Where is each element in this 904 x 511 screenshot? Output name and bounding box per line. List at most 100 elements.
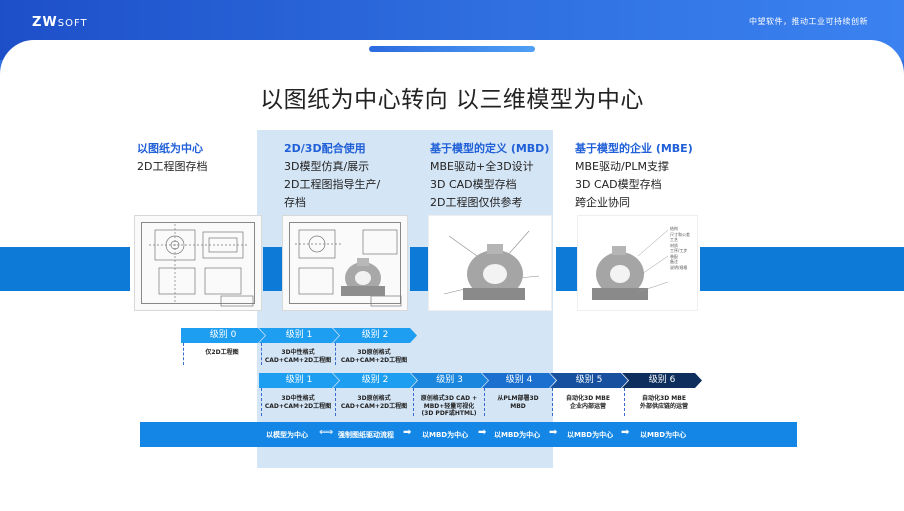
lower-level-3-chevron: 级别 3 bbox=[411, 373, 488, 388]
lower-level-4-chevron: 级别 4 bbox=[482, 373, 556, 388]
level-2-description: 3D原创格式 CAD+CAM+2D工程图 bbox=[336, 349, 412, 364]
lower-level-5-chevron: 级别 5 bbox=[550, 373, 628, 388]
dashed-guide bbox=[261, 388, 262, 416]
column-drawing-centric: 以图纸为中心 2D工程图存档 bbox=[137, 140, 207, 176]
logo-soft-text: SOFT bbox=[57, 18, 88, 29]
desc-line: 外部供应链的运营 bbox=[639, 402, 688, 410]
column-heading: 以图纸为中心 bbox=[137, 142, 203, 155]
dashed-guide bbox=[335, 388, 336, 416]
flow-step: 以模型为中心 bbox=[266, 431, 308, 439]
dashed-guide bbox=[335, 343, 336, 365]
flow-bar: 以模型为中心 ⟺ 强制图纸驱动流程 ➡ 以MBD为中心 ➡ 以MBD为中心 ➡ … bbox=[140, 422, 797, 447]
lower-level-6-description: 自动化3D MBE 外部供应链的运营 bbox=[625, 395, 703, 410]
dashed-guide bbox=[413, 388, 414, 416]
drawing-lines-icon bbox=[149, 224, 254, 307]
desc-line: 仅2D工程图 bbox=[205, 349, 239, 356]
stripe-segment bbox=[556, 247, 580, 291]
column-line: MBE驱动+全3D设计 bbox=[430, 160, 534, 173]
legend-item: 说明/规格 bbox=[670, 264, 688, 270]
desc-line: 3D中性格式 bbox=[281, 349, 315, 356]
flow-step: 强制图纸驱动流程 bbox=[338, 431, 394, 439]
desc-line: MBD bbox=[510, 402, 526, 410]
legend-item: 工序/工步 bbox=[670, 248, 688, 253]
dashed-guide bbox=[183, 343, 184, 365]
lower-level-3-description: 原创格式3D CAD + MBD+轻量可视化 (3D PDF或HTML) bbox=[414, 395, 484, 418]
right-arrow-icon: ➡ bbox=[621, 427, 630, 438]
slide-title: 以图纸为中心转向 以三维模型为中心 bbox=[260, 87, 644, 113]
stripe-left bbox=[0, 247, 130, 291]
column-line: 2D工程图指导生产/ bbox=[284, 178, 381, 191]
column-line: MBE驱动/PLM支撑 bbox=[575, 160, 669, 173]
flow-step: 以MBD为中心 bbox=[422, 431, 469, 439]
column-line: 2D工程图仅供参考 bbox=[430, 196, 523, 209]
stripe-right bbox=[700, 247, 904, 291]
column-line: 3D CAD模型存档 bbox=[430, 178, 517, 191]
desc-line: MBD+轻量可视化 bbox=[423, 402, 475, 410]
lower-level-1-chevron: 级别 1 bbox=[259, 373, 339, 388]
desc-line: 原创格式3D CAD + bbox=[420, 395, 478, 402]
right-arrow-icon: ➡ bbox=[549, 427, 558, 438]
desc-line: 3D原创格式 bbox=[357, 349, 391, 356]
desc-line: 自动化3D MBE bbox=[642, 395, 686, 402]
legend-item: 材质 bbox=[670, 242, 678, 248]
engineering-drawing-image bbox=[134, 215, 262, 311]
double-arrow-icon: ⟺ bbox=[319, 427, 334, 438]
zwsoft-logo: ZWSOFT bbox=[32, 15, 88, 30]
legend-item: 装配 bbox=[670, 253, 678, 259]
level-0-chevron: 级别 0 bbox=[181, 328, 265, 343]
right-arrow-icon: ➡ bbox=[478, 427, 487, 438]
column-line: 跨企业协同 bbox=[575, 196, 630, 209]
desc-line: (3D PDF或HTML) bbox=[421, 410, 477, 417]
column-line: 3D模型仿真/展示 bbox=[284, 160, 370, 173]
right-arrow-icon: ➡ bbox=[403, 427, 412, 438]
desc-line: CAD+CAM+2D工程图 bbox=[340, 402, 408, 410]
mbe-model-image: 结构 尺寸和公差 工艺 材质 工序/工步 装配 备注 说明/规格 bbox=[577, 215, 698, 311]
slide-panel: 以图纸为中心转向 以三维模型为中心 以图纸为中心 2D工程图存档 2D/3D配合… bbox=[0, 40, 904, 511]
drawing-with-model-image bbox=[282, 215, 408, 311]
column-heading: 2D/3D配合使用 bbox=[284, 142, 366, 155]
legend-item: 结构 bbox=[670, 226, 678, 231]
legend-item: 尺寸和公差 bbox=[670, 231, 690, 237]
desc-line: 3D中性格式 bbox=[281, 395, 315, 402]
column-line: 3D CAD模型存档 bbox=[575, 178, 662, 191]
mbd-model-icon bbox=[443, 230, 540, 300]
desc-line: 自动化3D MBE bbox=[566, 395, 610, 402]
mbd-model-image bbox=[428, 215, 552, 311]
dashed-guide bbox=[624, 388, 625, 416]
column-line: 存档 bbox=[284, 196, 306, 209]
drawing-model-icon bbox=[295, 229, 402, 307]
level-1-description: 3D中性格式 CAD+CAM+2D工程图 bbox=[262, 349, 334, 364]
mbe-model-icon bbox=[592, 229, 669, 300]
stripe-segment bbox=[410, 247, 430, 291]
column-line: 2D工程图存档 bbox=[137, 160, 208, 173]
accent-bar bbox=[369, 46, 535, 52]
lower-level-4-description: 从PLM部署3D MBD bbox=[485, 395, 551, 410]
flow-step: 以MBD为中心 bbox=[567, 431, 614, 439]
desc-line: 3D原创格式 bbox=[357, 395, 391, 402]
column-heading: 基于模型的企业 (MBE) bbox=[575, 142, 693, 155]
level-2-chevron: 级别 2 bbox=[333, 328, 417, 343]
lower-level-2-description: 3D原创格式 CAD+CAM+2D工程图 bbox=[336, 395, 412, 410]
logo-main-text: ZW bbox=[32, 15, 58, 30]
legend-item: 工艺 bbox=[670, 237, 678, 242]
dashed-guide bbox=[552, 388, 553, 416]
header-slogan: 中望软件，推动工业可持续创新 bbox=[749, 17, 868, 26]
lower-level-5-description: 自动化3D MBE 企业内部运营 bbox=[553, 395, 623, 410]
level-1-chevron: 级别 1 bbox=[259, 328, 339, 343]
desc-line: 从PLM部署3D bbox=[497, 395, 539, 402]
lower-level-1-description: 3D中性格式 CAD+CAM+2D工程图 bbox=[262, 395, 334, 410]
flow-step: 以MBD为中心 bbox=[640, 431, 687, 439]
lower-level-6-chevron: 级别 6 bbox=[622, 373, 702, 388]
desc-line: CAD+CAM+2D工程图 bbox=[340, 356, 408, 364]
column-heading: 基于模型的定义 (MBD) bbox=[430, 142, 550, 155]
desc-line: CAD+CAM+2D工程图 bbox=[264, 356, 332, 364]
dashed-guide bbox=[261, 343, 262, 365]
column-mbd: 基于模型的定义 (MBD) MBE驱动+全3D设计 3D CAD模型存档 2D工… bbox=[430, 140, 549, 212]
level-0-description: 仅2D工程图 bbox=[184, 349, 260, 357]
flow-step: 以MBD为中心 bbox=[494, 431, 541, 439]
legend-item: 备注 bbox=[670, 259, 678, 264]
lower-level-2-chevron: 级别 2 bbox=[333, 373, 417, 388]
column-2d3d: 2D/3D配合使用 3D模型仿真/展示 2D工程图指导生产/ 存档 bbox=[284, 140, 380, 212]
desc-line: CAD+CAM+2D工程图 bbox=[264, 402, 332, 410]
mbe-legend: 结构 尺寸和公差 工艺 材质 工序/工步 装配 备注 说明/规格 bbox=[670, 226, 690, 270]
